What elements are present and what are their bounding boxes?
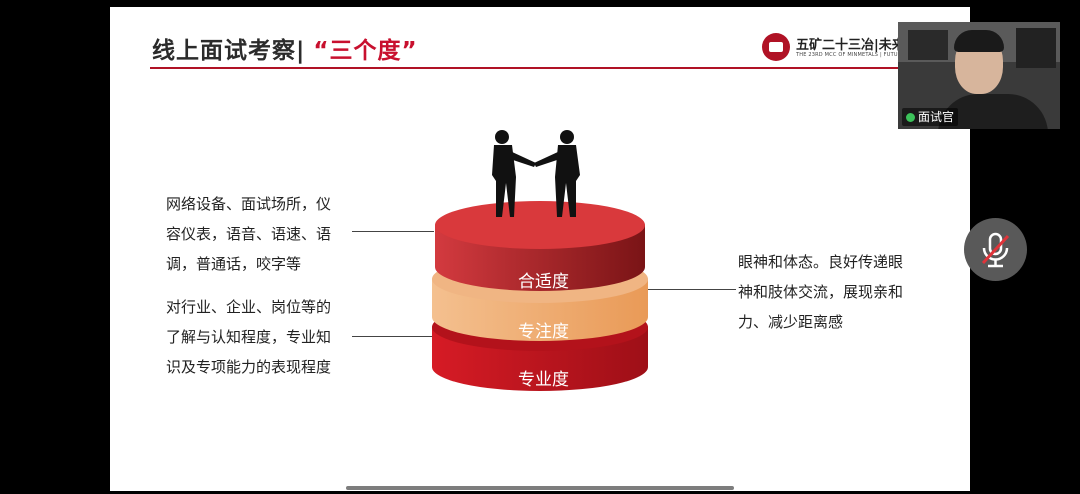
slide-title: 线上面试考察| “三个度” [152, 31, 418, 65]
layer-label-focus: 专注度 [518, 322, 569, 342]
left-text-environment: 网络设备、面试场所，仪 容仪表，语音、语速、语 调，普通话，咬字等 [166, 189, 331, 279]
connector-line-bottom [352, 336, 434, 337]
mic-icon [906, 113, 915, 122]
handshake-silhouette-icon [492, 130, 580, 217]
logo-subtext: THE 23RD MCC OF MINMETALS | FUTURE [796, 52, 905, 58]
three-layer-cylinder: 合适度 专注度 专业度 [430, 117, 660, 397]
cylinder-graphic [432, 130, 648, 391]
connector-line-top [352, 231, 434, 232]
presentation-slide: 线上面试考察| “三个度” 五矿二十三冶|未来 THE 23RD MCC OF M… [110, 7, 970, 491]
logo-text: 五矿二十三冶|未来 [796, 38, 905, 53]
text-line: 力、减少距离感 [738, 313, 844, 331]
text-line: 了解与认知程度，专业知 [166, 328, 332, 346]
background-shelf [1016, 28, 1056, 68]
text-line: 对行业、企业、岗位等的 [166, 298, 332, 316]
mic-muted-icon [981, 232, 1010, 268]
company-logo: 五矿二十三冶|未来 THE 23RD MCC OF MINMETALS | FU… [762, 31, 905, 67]
webcam-name-label: 面试官 [902, 108, 959, 126]
background-shelf [908, 30, 948, 60]
text-line: 调，普通话，咬字等 [166, 255, 302, 273]
text-line: 容仪表，语音、语速、语 [166, 225, 332, 243]
right-text-focus: 眼神和体态。良好传递眼 神和肢体交流，展现亲和 力、减少距离感 [738, 247, 903, 337]
slide-title-prefix: 线上面试考察| [152, 38, 306, 64]
horizontal-scrollbar[interactable] [346, 486, 734, 490]
interviewer-webcam-tile[interactable]: 面试官 [898, 22, 1060, 129]
layer-label-professionalism: 专业度 [518, 370, 569, 390]
text-line: 神和肢体交流，展现亲和 [738, 283, 904, 301]
layer-label-suitability: 合适度 [518, 272, 569, 292]
slide-title-accent: “三个度” [313, 38, 418, 64]
participant-name: 面试官 [918, 110, 955, 124]
title-divider [150, 67, 950, 69]
mute-microphone-button[interactable] [964, 218, 1027, 281]
person-hair [954, 30, 1004, 52]
left-text-professional: 对行业、企业、岗位等的 了解与认知程度，专业知 识及专项能力的表现程度 [166, 292, 331, 382]
text-line: 眼神和体态。良好传递眼 [738, 253, 904, 271]
connector-line-right [648, 289, 736, 290]
text-line: 网络设备、面试场所，仪 [166, 195, 332, 213]
company-emblem-icon [762, 33, 790, 61]
text-line: 识及专项能力的表现程度 [166, 358, 332, 376]
